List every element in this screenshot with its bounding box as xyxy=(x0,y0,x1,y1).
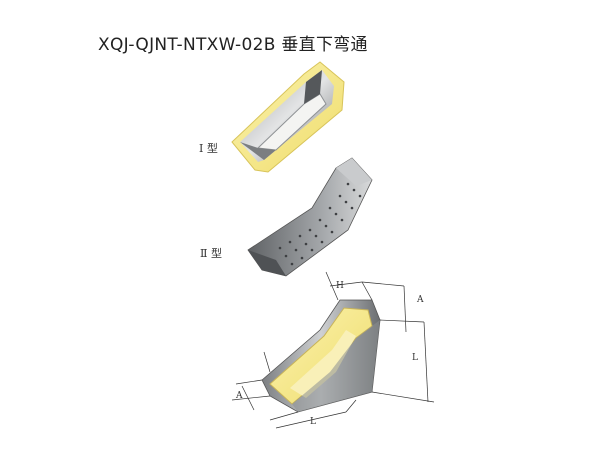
type-1-label: Ⅰ 型 xyxy=(199,142,218,155)
dimensioned-bend-drawing xyxy=(261,299,381,413)
type-1-trough xyxy=(231,61,345,173)
dimension-h-label: H xyxy=(336,281,344,291)
dimension-a-left-label: A xyxy=(235,391,243,401)
dimension-lines xyxy=(231,271,435,429)
dimension-a-right-label: A xyxy=(416,295,424,305)
dimension-l-right-label: L xyxy=(412,353,418,363)
type-2-label: Ⅱ 型 xyxy=(200,247,222,260)
page-title: XQJ-QJNT-NTXW-02B 垂直下弯通 xyxy=(98,35,368,55)
type-2-perforated-tray xyxy=(247,157,373,277)
dimension-l-bottom-label: L xyxy=(310,417,316,427)
